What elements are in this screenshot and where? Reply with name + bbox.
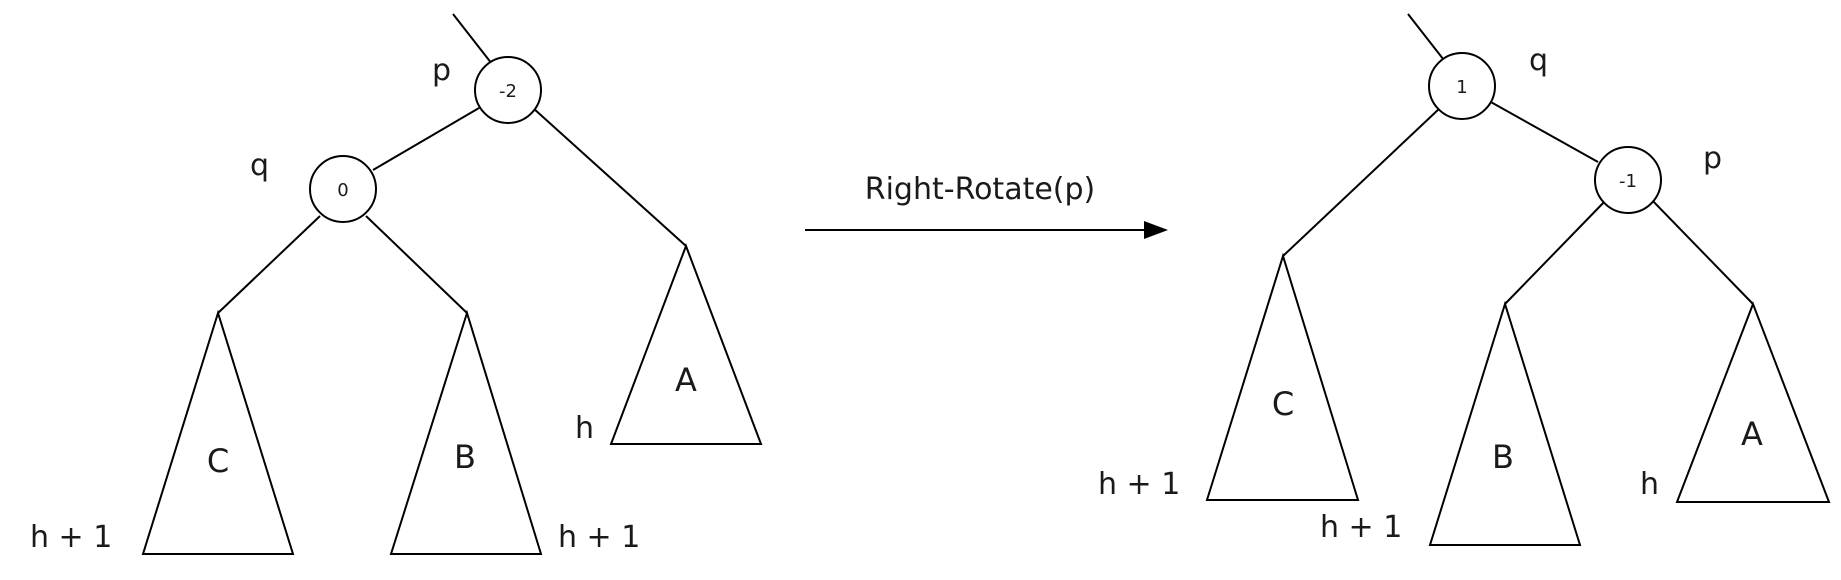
after-node-p-balance: -1 [1619, 171, 1637, 192]
before-node-q-name: q [250, 148, 269, 183]
after-node-q-balance: 1 [1456, 77, 1467, 98]
after-node-q-name: q [1529, 43, 1548, 78]
after-subtree-C-label: C [1272, 385, 1294, 423]
arrow-head [1144, 221, 1168, 239]
before-node-q-balance: 0 [337, 180, 348, 201]
after-edge-q-C [1282, 107, 1441, 257]
after-edge-p-A [1649, 197, 1754, 305]
before-edge-q-C [217, 215, 321, 314]
before-edge-p-q [372, 107, 480, 171]
before-node-p [474, 56, 542, 124]
before-subtree-A-triangle [609, 243, 763, 445]
after-edge-q-p [1488, 100, 1599, 163]
after-subtree-A-triangle [1675, 301, 1831, 503]
after-subtree-A-label: A [1741, 415, 1763, 453]
before-node-p-balance: -2 [499, 81, 517, 102]
after-subtree-C-height: h + 1 [1098, 467, 1180, 502]
before-edge-q-B [365, 215, 468, 314]
before-subtree-C-label: C [207, 442, 229, 480]
rotation-arrow: Right-Rotate(p) [805, 172, 1168, 239]
before-subtree-B-label: B [454, 438, 476, 476]
after-parent-edge [1407, 13, 1448, 65]
before-subtree-A-height: h [575, 411, 594, 446]
after-tree: C B A h + 1 h + 1 h 1 q -1 p [1098, 13, 1831, 546]
after-edge-p-B [1504, 197, 1609, 305]
rotation-operation-label: Right-Rotate(p) [865, 172, 1096, 207]
after-subtree-B-height: h + 1 [1320, 510, 1402, 545]
before-edge-p-A [532, 107, 687, 247]
after-subtree-A-height: h [1640, 467, 1659, 502]
before-subtree-C-triangle [141, 309, 295, 555]
after-subtree-B-label: B [1492, 438, 1514, 476]
before-parent-edge [452, 13, 493, 65]
before-node-p-name: p [432, 53, 451, 88]
before-tree: A C B h h + 1 h + 1 -2 p 0 q [30, 13, 763, 555]
before-subtree-A-label: A [675, 361, 697, 399]
after-node-p [1594, 146, 1662, 214]
after-subtree-C-triangle [1205, 252, 1360, 501]
after-node-p-name: p [1703, 141, 1722, 176]
before-subtree-B-triangle [389, 309, 543, 555]
before-subtree-B-height: h + 1 [558, 520, 640, 555]
before-subtree-C-height: h + 1 [30, 520, 112, 555]
after-subtree-B-triangle [1428, 300, 1582, 546]
before-node-q [309, 155, 377, 223]
after-node-q [1428, 52, 1496, 120]
